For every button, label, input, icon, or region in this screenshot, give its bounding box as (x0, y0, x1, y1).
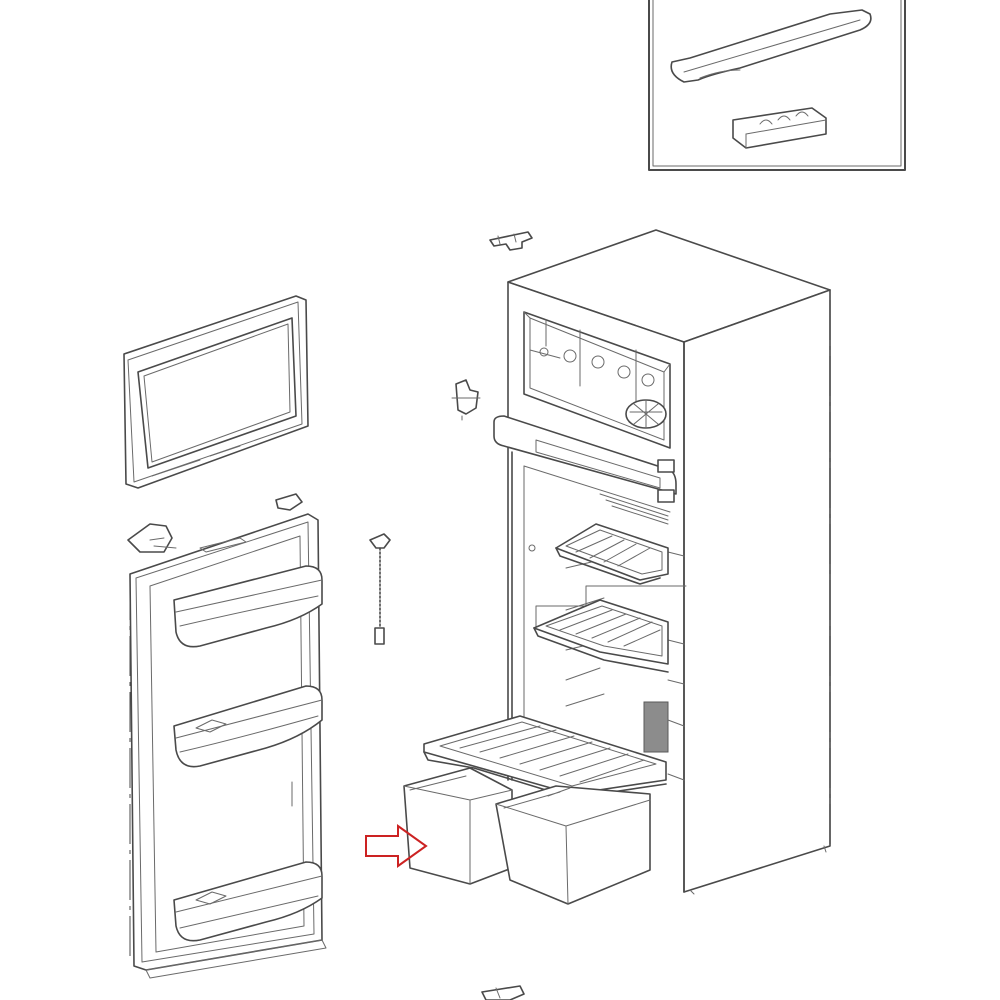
inset-box (648, 0, 906, 171)
thermostat-clip (451, 379, 481, 421)
shelf-upper (555, 523, 669, 585)
inset-tray-part (732, 107, 827, 149)
shelf-middle (533, 599, 669, 673)
crisper-drawer-left[interactable] (403, 767, 513, 885)
fresh-food-door (129, 513, 327, 979)
refrigerator-cabinet (423, 229, 831, 895)
sensor-probe-wire (369, 533, 391, 645)
highlight-arrow (365, 824, 428, 868)
crisper-cover-shelf (423, 715, 667, 799)
mullion-divider (493, 415, 677, 503)
top-hinge (489, 231, 533, 251)
inset-handle-part (670, 9, 872, 83)
evaporator-fan (625, 399, 667, 429)
crisper-drawer-right[interactable] (495, 785, 651, 905)
bottom-hinge (481, 985, 525, 1000)
door-bin-bottom (173, 861, 323, 942)
door-hinge-cap (127, 493, 303, 553)
freezer-door (123, 295, 309, 489)
door-bin-middle (173, 685, 323, 768)
freezer-compartment (523, 311, 671, 449)
door-bin-top (173, 565, 323, 648)
